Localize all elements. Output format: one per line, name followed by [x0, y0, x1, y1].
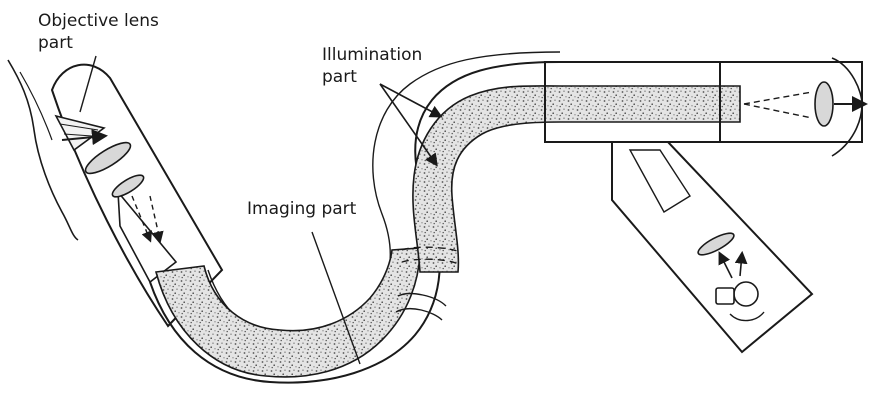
hand-outline-inner [20, 72, 52, 140]
eyepiece-lens [815, 82, 833, 126]
lamp-bulb [734, 282, 758, 306]
objective-lens-label: Objective lens part [38, 10, 159, 54]
imaging-label: Imaging part [247, 198, 356, 220]
illumination-label: Illumination part [322, 44, 422, 88]
pointer-illumination-2 [380, 84, 436, 164]
imaging-fiber-bundle [156, 248, 420, 377]
eyepiece-cup [720, 62, 862, 142]
lamp-base [716, 288, 734, 304]
